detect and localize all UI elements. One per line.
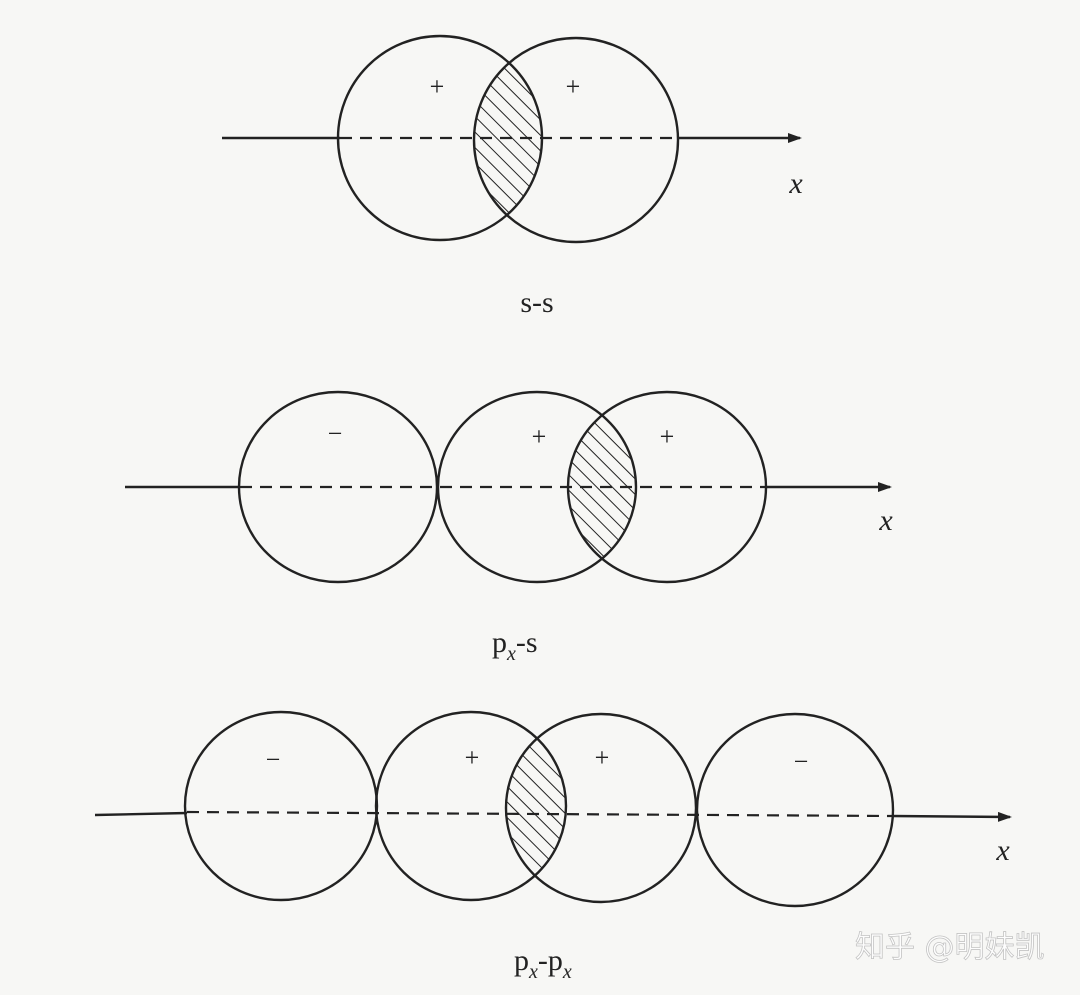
sign-label: +: [660, 422, 675, 451]
s-orbital: [566, 390, 768, 584]
sign-label: −: [794, 747, 809, 776]
caption-px-px: px-px: [514, 944, 572, 983]
axis-label-x: x: [878, 504, 893, 537]
sign-label: +: [532, 422, 547, 451]
diagram-s-s: + + x s-s: [222, 34, 803, 319]
sign-label: −: [266, 745, 281, 774]
caption-px-s: px-s: [492, 626, 538, 665]
sign-label: +: [465, 743, 480, 772]
axis-label-x: x: [995, 834, 1010, 867]
p-lobe-positive: [436, 390, 638, 584]
s-orbital-left: [336, 34, 544, 242]
p-lobe-negative-left: [183, 710, 379, 902]
p-lobe-negative-right: [695, 712, 895, 908]
p-lobe-positive-left: [374, 710, 568, 902]
sign-label: +: [566, 72, 581, 101]
overlap-hatch: [568, 392, 636, 582]
sign-label: +: [595, 743, 610, 772]
axis-dashed: [186, 810, 893, 818]
x-axis-arrow-icon: [891, 811, 1012, 822]
watermark: 知乎 @明妹凯: [855, 930, 1045, 965]
sign-label: +: [430, 72, 445, 101]
overlap-hatch: [474, 38, 542, 240]
sign-label: −: [328, 419, 343, 448]
diagram-px-px: − + + − x px-px: [94, 710, 1012, 983]
diagram-px-s: − + + x px-s: [125, 390, 893, 665]
axis-label-x: x: [788, 167, 803, 200]
caption-s-s: s-s: [520, 286, 553, 319]
s-orbital-right: [472, 36, 680, 244]
axis-solid-left: [94, 811, 188, 817]
